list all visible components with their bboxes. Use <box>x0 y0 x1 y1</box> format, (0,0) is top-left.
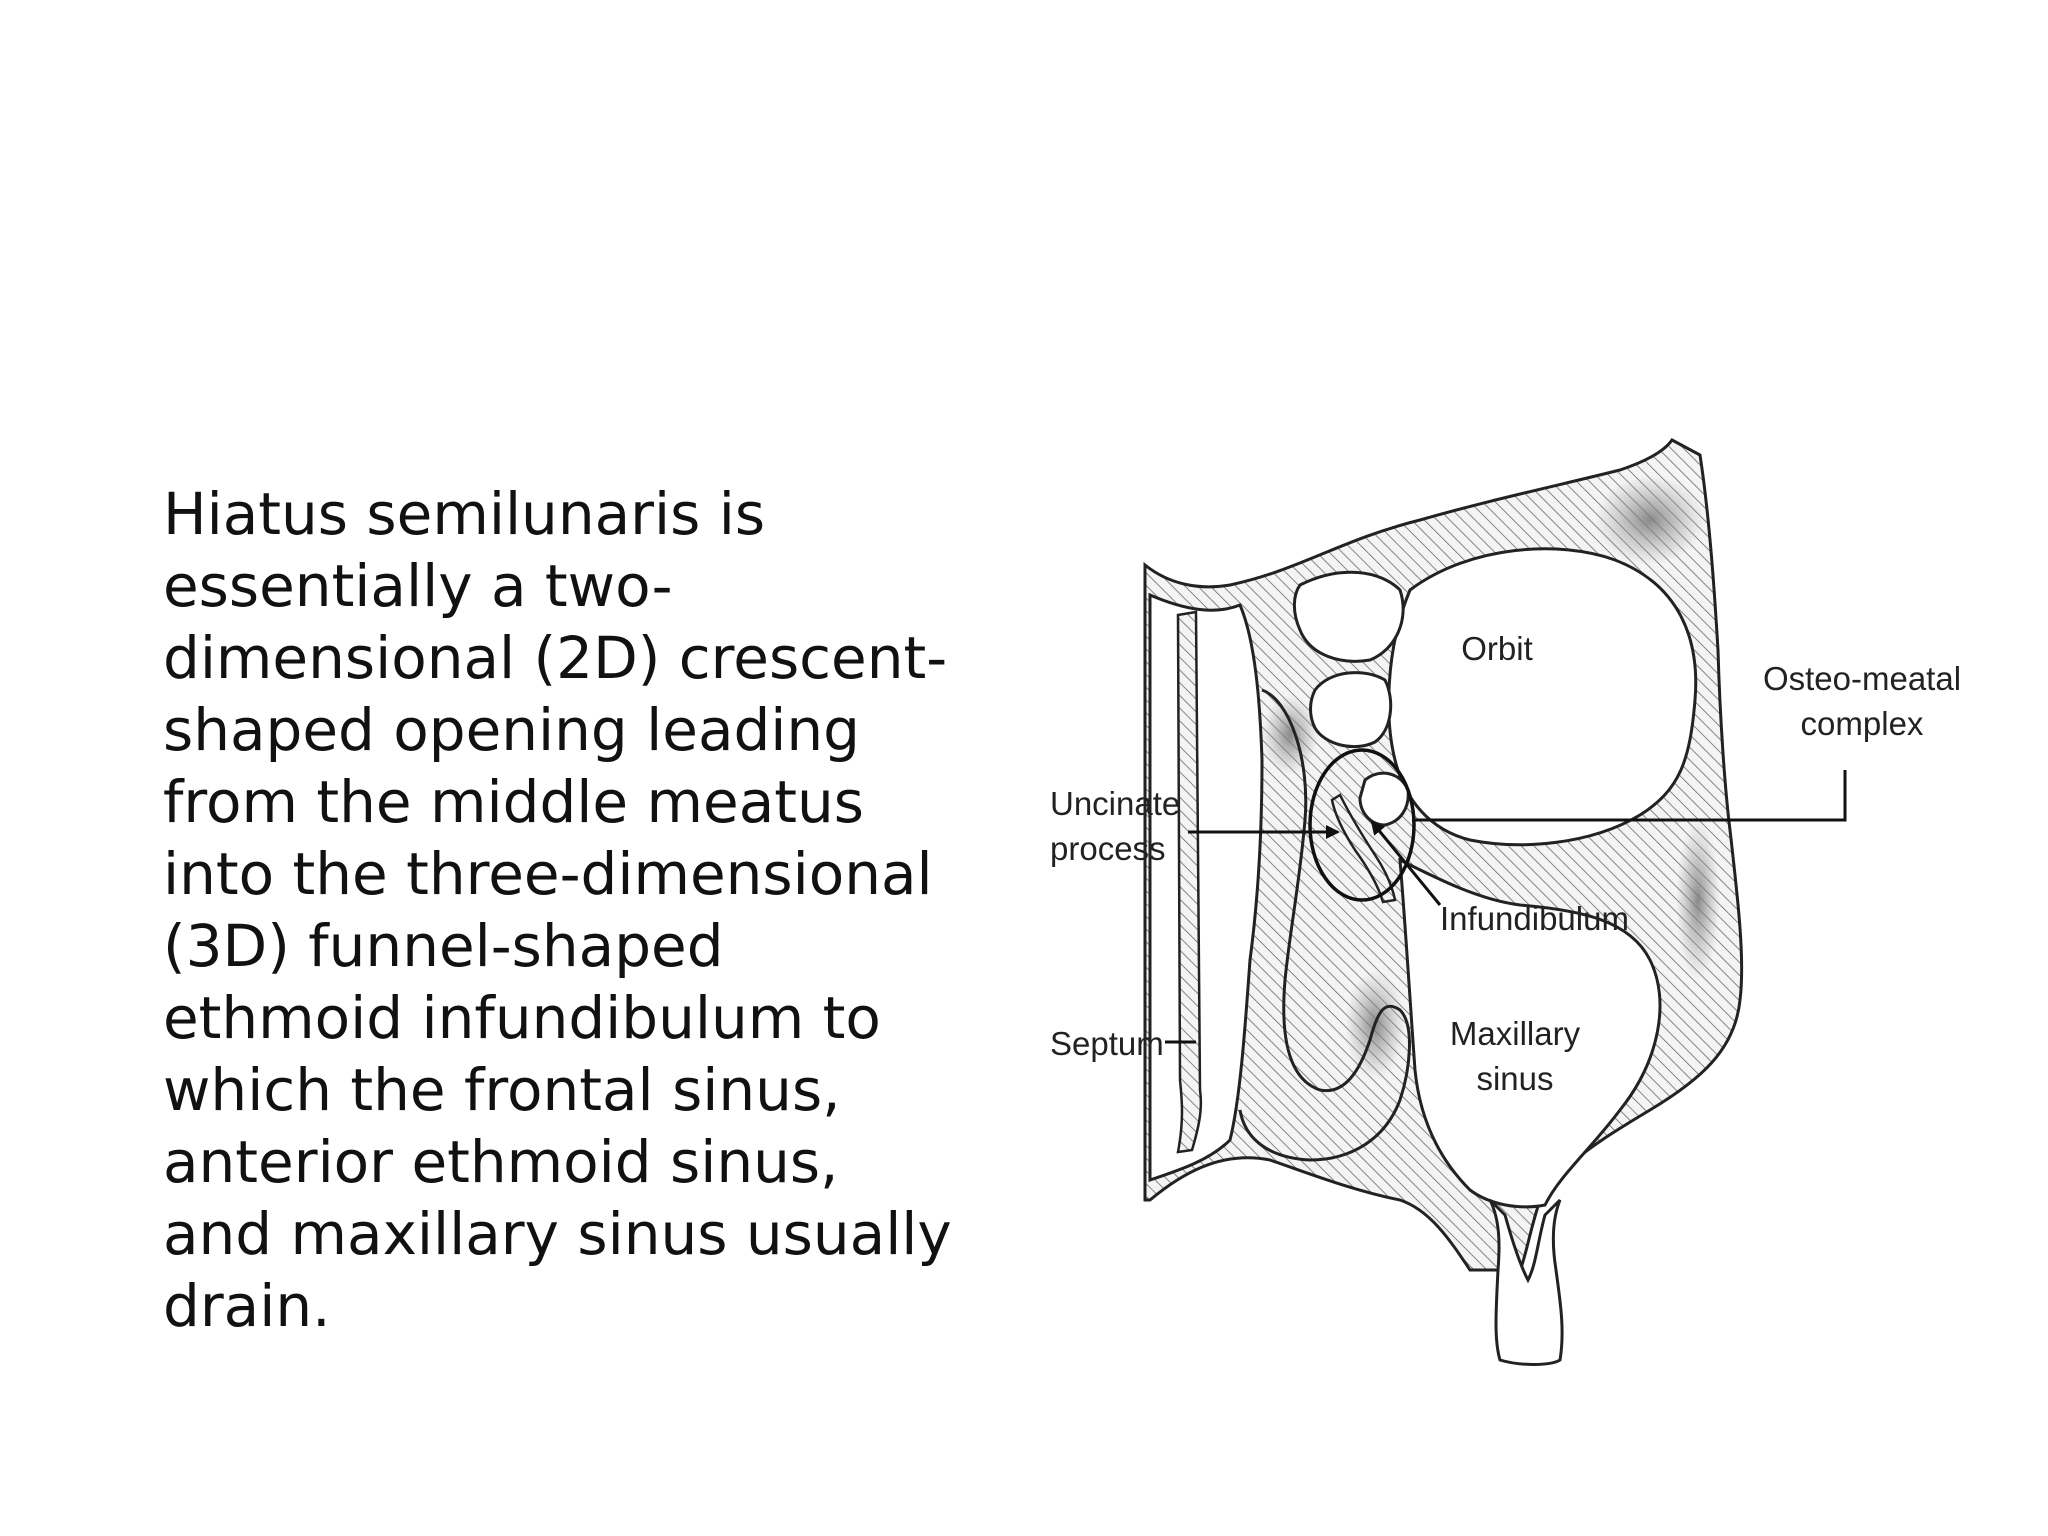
text-line: essentially a two- <box>163 552 673 620</box>
osteo-meatal-label: Osteo-meatal <box>1763 660 1961 697</box>
text-line: drain. <box>163 1272 331 1340</box>
ethmoid-cell <box>1358 771 1410 827</box>
text-line: (3D) funnel-shaped <box>163 912 724 980</box>
orbit-cavity <box>1387 547 1698 847</box>
shaded-bone-area <box>1676 820 1720 980</box>
ethmoid-cell <box>1292 570 1405 663</box>
osteo-meatal-leader <box>1412 770 1847 822</box>
text-line: Hiatus semilunaris is <box>163 480 766 548</box>
infundibulum-arrow <box>1370 820 1442 906</box>
infundibulum-label: Infundibulum <box>1440 900 1629 937</box>
osteo-meatal-circle <box>1308 748 1416 902</box>
maxillary-sinus-label: sinus <box>1476 1060 1553 1097</box>
text-line: dimensional (2D) crescent- <box>163 624 948 692</box>
maxillary-sinus-cavity <box>1398 857 1662 1209</box>
text-line: which the frontal sinus, <box>163 1056 841 1124</box>
nasal-septum <box>1176 610 1203 1154</box>
shaded-bone-area <box>1262 695 1318 775</box>
uncinate-label: Uncinate <box>1050 785 1180 822</box>
text-line: and maxillary sinus usually <box>163 1200 952 1268</box>
shaded-bone-area <box>1595 475 1705 565</box>
orbit-label: Orbit <box>1461 630 1533 667</box>
uncinate-process <box>1330 793 1397 904</box>
middle-turbinate <box>1238 688 1411 1162</box>
text-line: from the middle meatus <box>163 768 864 836</box>
text-line: shaped opening leading <box>163 696 860 764</box>
septum-label: Septum <box>1050 1025 1164 1062</box>
slide-body-text: Hiatus semilunaris is essentially a two-… <box>163 478 1003 1342</box>
maxillary-sinus-label: Maxillary <box>1450 1015 1581 1052</box>
text-line: ethmoid infundibulum to <box>163 984 881 1052</box>
tooth-root <box>1488 1198 1564 1366</box>
uncinate-label: process <box>1050 830 1166 867</box>
ethmoid-cell <box>1309 671 1393 749</box>
text-line: into the three-dimensional <box>163 840 933 908</box>
osteo-meatal-label: complex <box>1801 705 1924 742</box>
text-line: anterior ethmoid sinus, <box>163 1128 839 1196</box>
